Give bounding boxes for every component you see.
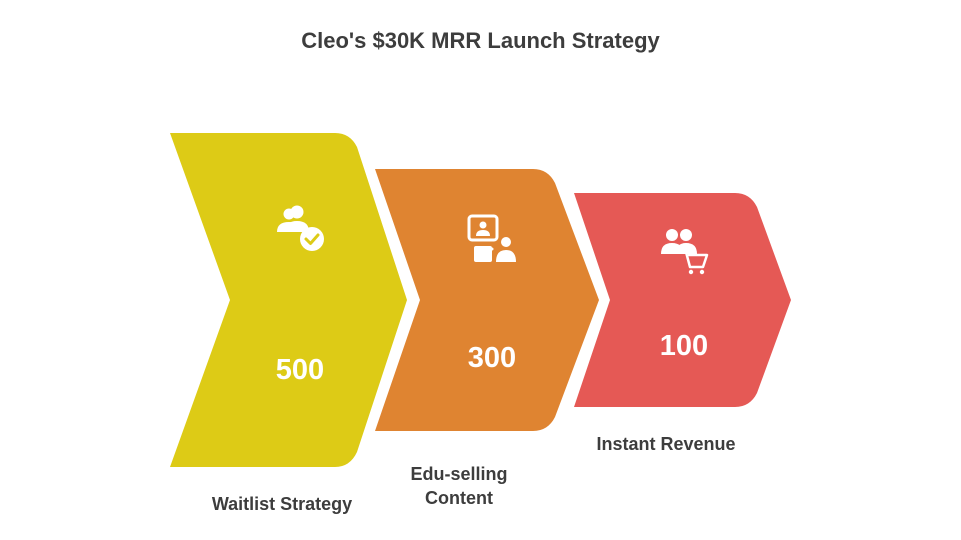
presentation-teacher-icon — [467, 214, 516, 262]
stage-2-label-text: Edu-selling Content — [410, 464, 508, 508]
stage-3-chevron — [574, 193, 791, 407]
stage-2-label: Edu-selling Content — [359, 462, 559, 510]
stage-3-label: Instant Revenue — [596, 434, 736, 454]
users-cart-icon — [661, 229, 709, 275]
stage-1-chevron — [170, 133, 407, 467]
stage-1-label: Waitlist Strategy — [211, 494, 353, 514]
stage-2-value: 300 — [467, 342, 517, 374]
diagram-title: Cleo's $30K MRR Launch Strategy — [301, 28, 660, 53]
stage-3-value: 100 — [659, 330, 709, 362]
users-check-icon — [277, 205, 324, 251]
stage-2-chevron — [375, 169, 599, 431]
stage-1-value: 500 — [275, 354, 325, 386]
